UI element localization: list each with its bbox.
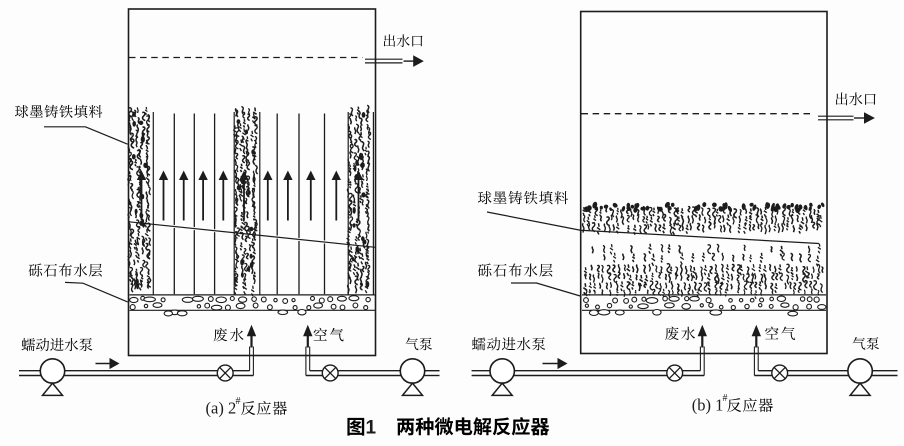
- svg-text:(a) 2: (a) 2: [206, 399, 237, 418]
- svg-text:1: 1: [366, 418, 377, 439]
- svg-text:#: #: [723, 393, 728, 404]
- svg-text:(b) 1: (b) 1: [692, 396, 724, 415]
- svg-text:#: #: [236, 396, 241, 407]
